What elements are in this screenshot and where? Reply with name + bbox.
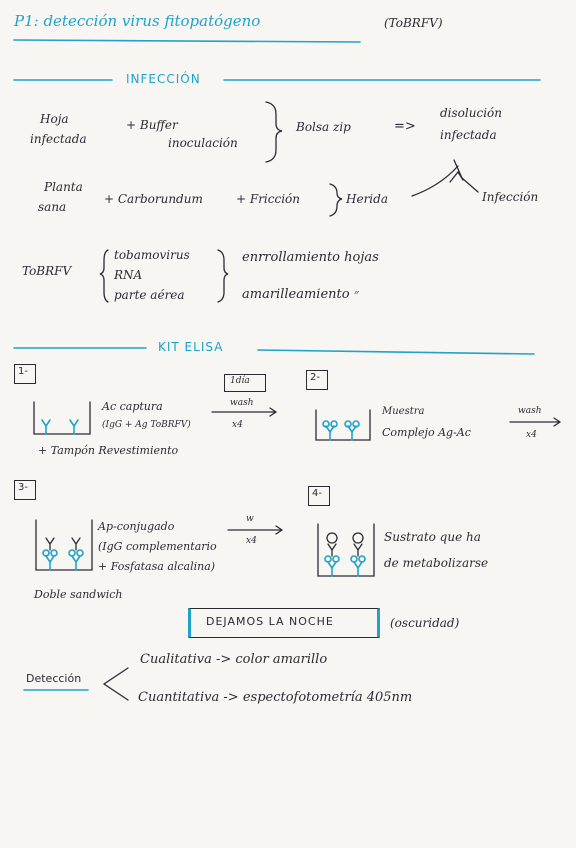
step3-x4: x4 (246, 536, 257, 546)
step4-line2: de metabolizarse (384, 556, 489, 570)
infectada-label: infectada (30, 132, 87, 146)
step4-number: 4- (312, 488, 322, 499)
step4-number-box (308, 486, 330, 506)
oscuridad-text: (oscuridad) (390, 616, 460, 630)
well-3 (35, 519, 93, 571)
hoja-label: Hoja (40, 112, 69, 126)
step3-line2: (IgG complementario (98, 540, 217, 553)
planta-label: Planta (44, 180, 83, 194)
step4-line1: Sustrato que ha (384, 530, 481, 544)
brace-1 (265, 101, 283, 163)
friccion-label: + Fricción (236, 192, 301, 206)
infeccion-heading: INFECCIÓN (126, 72, 201, 86)
brace-2 (329, 159, 479, 217)
infectada2-label: infectada (440, 128, 497, 142)
noche-text: DEJAMOS LA NOCHE (206, 615, 334, 628)
herida-label: Herida (346, 192, 388, 206)
brace-3 (99, 249, 229, 303)
bolsa-label: Bolsa zip (296, 120, 351, 134)
title-tag: (ToBRFV) (384, 16, 443, 30)
step3-line1: Ap-conjugado (98, 520, 175, 533)
feature-item: parte aérea (114, 288, 185, 302)
sana-label: sana (38, 200, 67, 214)
inoculacion-label: inoculación (168, 136, 238, 150)
effect-item: amarilleamiento ״ (242, 287, 359, 302)
step1-line2: (IgG + Ag ToBRFV) (102, 420, 191, 430)
step1-tampon: + Tampón Revestimiento (38, 444, 179, 457)
feature-item: RNA (114, 268, 143, 282)
step2-wash: wash (518, 406, 542, 416)
step2-number: 2- (310, 372, 320, 383)
step1-line1: Ac captura (102, 400, 163, 413)
infeccion-divider (13, 79, 541, 81)
noche-box (188, 608, 380, 638)
step2-line2: Complejo Ag-Ac (382, 426, 471, 439)
arrow-implies: => (394, 119, 416, 134)
title-underline (13, 39, 361, 43)
well-1 (33, 401, 91, 435)
kit-divider (13, 347, 535, 355)
step3-wash: w (246, 514, 254, 524)
well-4 (317, 523, 375, 577)
kit-heading: KIT ELISA (158, 340, 224, 354)
step3-line3: + Fosfatasa alcalina) (98, 560, 216, 573)
step2-line1: Muestra (382, 406, 425, 417)
page-title: P1: detección virus fitopatógeno (14, 12, 261, 30)
effect-item: enrrollamiento hojas (242, 250, 379, 265)
tobrfv-label: ToBRFV (22, 264, 72, 278)
step2-number-box (306, 370, 328, 390)
step3-arrow (227, 525, 284, 535)
cualitativa-text: Cualitativa -> color amarillo (140, 652, 328, 667)
step1-number-box (14, 364, 36, 384)
step1-x4: x4 (232, 420, 243, 430)
step1-number: 1- (18, 366, 28, 377)
step1-wash: wash (230, 398, 254, 408)
step1-arrow (211, 407, 278, 417)
disolucion-label: disolución (440, 106, 502, 120)
carborundum-label: + Carborundum (104, 192, 203, 206)
step3-number: 3- (18, 482, 28, 493)
step1-badge-box (224, 374, 266, 392)
step2-arrow (509, 417, 562, 427)
step2-x4: x4 (526, 430, 537, 440)
cuantitativa-text: Cuantitativa -> espectofotometría 405nm (138, 690, 413, 705)
well-2 (315, 409, 371, 441)
deteccion-label: Detección (26, 672, 82, 685)
step3-number-box (14, 480, 36, 500)
doble-sandwich: Doble sandwich (34, 588, 123, 601)
deteccion-branches (23, 667, 129, 701)
step1-badge: 1día (230, 376, 250, 386)
buffer-label: + Buffer (126, 118, 178, 132)
feature-item: tobamovirus (114, 248, 190, 262)
infeccion-result: Infección (482, 190, 539, 204)
